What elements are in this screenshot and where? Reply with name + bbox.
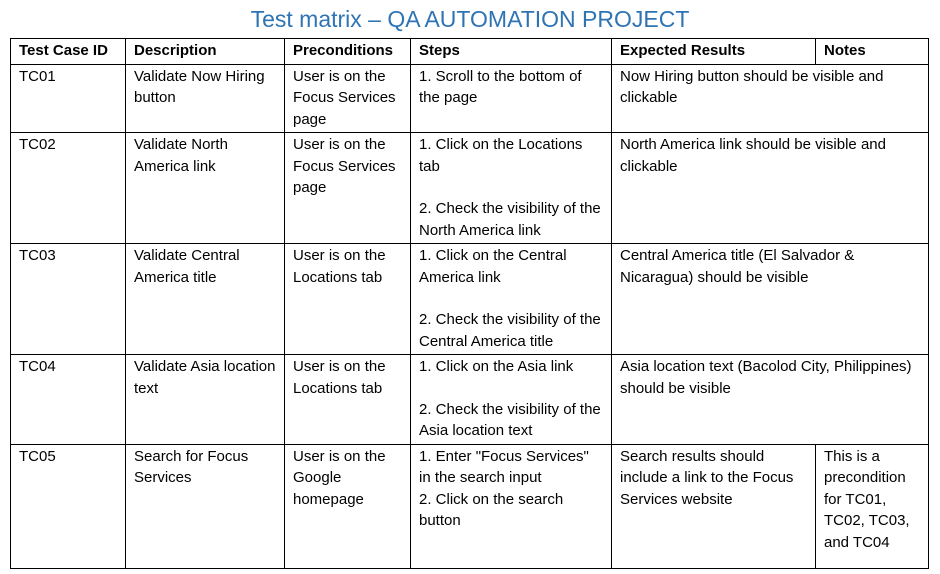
- cell-preconditions: User is on the Locations tab: [284, 243, 411, 355]
- cell-test-case-id: TC05: [10, 443, 126, 569]
- cell-description: Validate North America link: [125, 132, 285, 244]
- cell-steps: 1. Click on the Locations tab 2. Check t…: [410, 132, 612, 244]
- cell-description: Validate Central America title: [125, 243, 285, 355]
- header-expected-results: Expected Results: [611, 38, 816, 65]
- cell-steps: 1. Click on the Asia link 2. Check the v…: [410, 354, 612, 445]
- cell-expected-results: Asia location text (Bacolod City, Philip…: [611, 354, 929, 445]
- step-text: 1. Click on the Locations tab: [419, 136, 583, 175]
- step-text: 1. Click on the Central America link: [419, 247, 567, 286]
- cell-steps: 1. Enter "Focus Services" in the search …: [410, 443, 612, 569]
- header-notes: Notes: [815, 38, 929, 65]
- header-description: Description: [125, 38, 285, 65]
- table-row: TC02 Validate North America link User is…: [10, 132, 929, 244]
- cell-description: Validate Asia location text: [125, 354, 285, 445]
- cell-expected-results: Now Hiring button should be visible and …: [611, 63, 929, 133]
- table-row: TC04 Validate Asia location text User is…: [10, 354, 929, 445]
- table-header-row: Test Case ID Description Preconditions S…: [10, 38, 929, 65]
- cell-expected-results: Search results should include a link to …: [611, 443, 816, 569]
- cell-test-case-id: TC03: [10, 243, 126, 355]
- table-row: TC01 Validate Now Hiring button User is …: [10, 63, 929, 133]
- step-text: 2. Check the visibility of the North Ame…: [419, 200, 601, 239]
- cell-description: Validate Now Hiring button: [125, 63, 285, 133]
- cell-test-case-id: TC01: [10, 63, 126, 133]
- cell-expected-results: Central America title (El Salvador & Nic…: [611, 243, 929, 355]
- cell-test-case-id: TC02: [10, 132, 126, 244]
- cell-notes: This is a precondition for TC01, TC02, T…: [815, 443, 929, 569]
- cell-steps: 1. Click on the Central America link 2. …: [410, 243, 612, 355]
- header-preconditions: Preconditions: [284, 38, 411, 65]
- cell-test-case-id: TC04: [10, 354, 126, 445]
- step-text: 1. Scroll to the bottom of the page: [419, 67, 582, 107]
- step-text: 1. Click on the Asia link: [419, 358, 574, 375]
- cell-preconditions: User is on the Locations tab: [284, 354, 411, 445]
- document-title: Test matrix – QA AUTOMATION PROJECT: [250, 6, 690, 32]
- table-row: TC05 Search for Focus Services User is o…: [10, 443, 929, 569]
- step-text: 2. Check the visibility of the Asia loca…: [419, 400, 601, 440]
- cell-preconditions: User is on the Focus Services page: [284, 132, 411, 244]
- cell-expected-results: North America link should be visible and…: [611, 132, 929, 244]
- cell-preconditions: User is on the Focus Services page: [284, 63, 411, 133]
- header-test-case-id: Test Case ID: [10, 38, 126, 65]
- cell-steps: 1. Scroll to the bottom of the page: [410, 63, 612, 133]
- header-steps: Steps: [410, 38, 612, 65]
- test-matrix-table: Test Case ID Description Preconditions S…: [10, 38, 929, 569]
- step-text: 1. Enter "Focus Services" in the search …: [419, 447, 589, 487]
- cell-preconditions: User is on the Google homepage: [284, 443, 411, 569]
- table-row: TC03 Validate Central America title User…: [10, 243, 929, 355]
- step-text: 2. Check the visibility of the Central A…: [419, 311, 601, 350]
- step-text: 2. Click on the search button: [419, 490, 564, 530]
- cell-description: Search for Focus Services: [125, 443, 285, 569]
